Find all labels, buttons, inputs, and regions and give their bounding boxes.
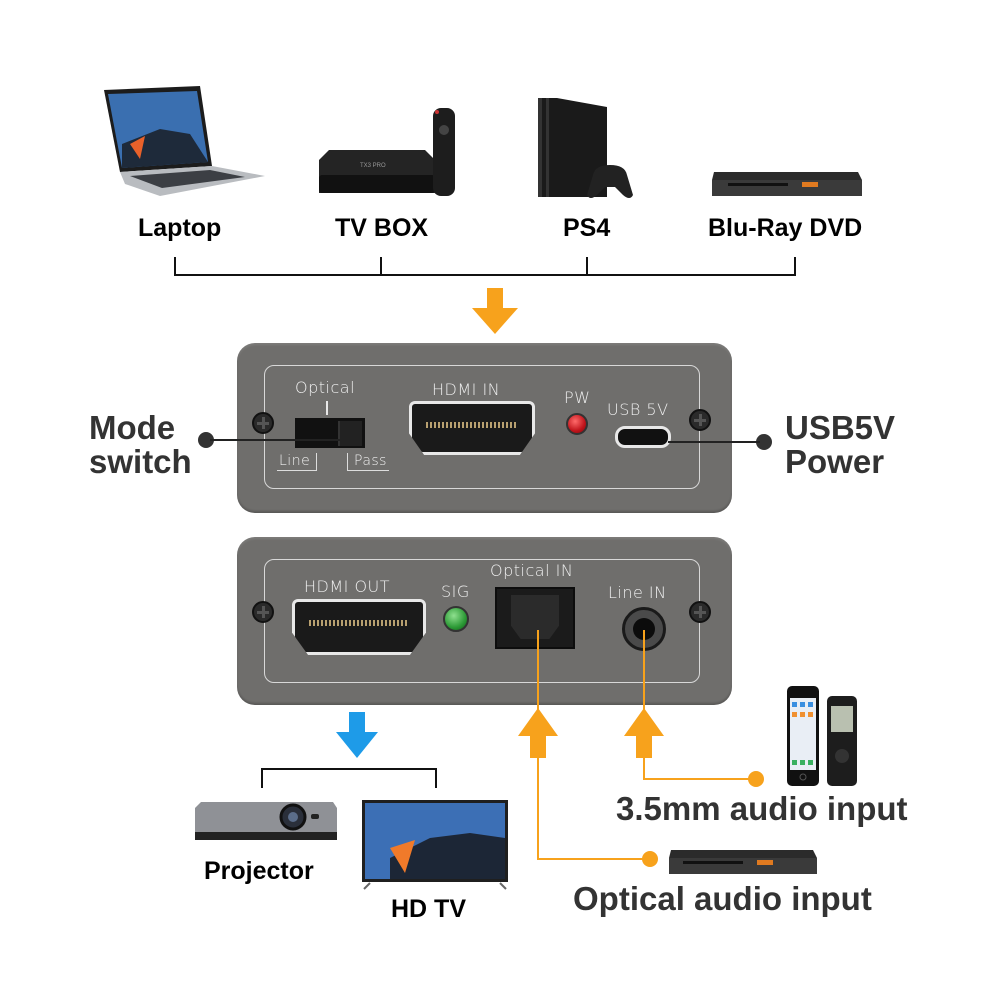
source-label-bluray: Blu-Ray DVD xyxy=(708,214,863,242)
screw-icon xyxy=(689,601,711,623)
callout-line2: switch xyxy=(89,443,192,480)
mode-switch[interactable] xyxy=(295,418,365,448)
source-bracket-tick-ps4 xyxy=(586,257,588,276)
line-in-source-dot xyxy=(748,771,764,787)
hdmi-out-label: HDMI OUT xyxy=(304,577,391,596)
screw-icon xyxy=(689,409,711,431)
signal-led-indicator xyxy=(443,606,469,632)
mode-switch-knob[interactable] xyxy=(338,421,362,446)
source-bracket-tick-bluray xyxy=(794,257,796,276)
usb-power-callout-dot xyxy=(756,434,772,450)
line-in-signal-line xyxy=(643,630,645,780)
device-panel-bottom: HDMI OUT SIG Optical IN Line IN xyxy=(237,537,732,705)
line-in-horizontal-line xyxy=(643,778,755,780)
source-bracket-tick-tvbox xyxy=(380,257,382,276)
line-in-label: Line IN xyxy=(608,583,667,602)
signal-led-label: SIG xyxy=(441,582,470,601)
hdmi-out-port[interactable] xyxy=(292,599,426,655)
usb-power-callout-line xyxy=(668,441,760,443)
hd-tv-icon xyxy=(362,800,508,890)
screw-icon xyxy=(252,412,274,434)
ps4-console-icon xyxy=(538,98,633,198)
source-label-ps4: PS4 xyxy=(563,214,611,242)
bluray-player-icon xyxy=(712,172,862,196)
output-bracket-horizontal xyxy=(261,768,437,770)
power-led-indicator xyxy=(566,413,588,435)
laptop-icon xyxy=(104,86,265,196)
phone-and-recorder-icon xyxy=(787,686,857,786)
mode-switch-callout: Mode switch xyxy=(89,411,192,479)
usb-5v-port[interactable] xyxy=(615,426,671,448)
output-label-projector: Projector xyxy=(204,857,314,885)
switch-indicator-tick xyxy=(326,401,328,415)
power-led-label: PW xyxy=(564,388,591,407)
switch-label-pass: Pass xyxy=(347,453,389,471)
hdtv-image xyxy=(360,798,508,890)
usb-power-callout: USB5V Power xyxy=(785,411,895,479)
laptop-image xyxy=(100,84,270,199)
output-flow-arrow-icon xyxy=(336,712,378,758)
source-bracket-tick-laptop xyxy=(174,257,176,276)
optical-horizontal-line xyxy=(537,858,649,860)
optical-audio-input-label: Optical audio input xyxy=(573,880,872,917)
output-bracket-tick-tv xyxy=(435,768,437,788)
callout-line2: Power xyxy=(785,443,885,480)
tvbox-image: TX3 PRO xyxy=(315,105,460,200)
projector-image xyxy=(193,798,338,848)
input-flow-arrow-icon xyxy=(472,288,518,334)
usb-5v-label: USB 5V xyxy=(607,400,669,419)
analog-audio-input-label: 3.5mm audio input xyxy=(616,790,908,827)
output-bracket-tick-projector xyxy=(261,768,263,788)
phone-recorder-image xyxy=(785,684,865,788)
source-label-laptop: Laptop xyxy=(138,214,222,242)
device-panel-top: Optical Line Pass HDMI IN PW USB 5V xyxy=(237,343,732,513)
line-input-arrow-icon xyxy=(624,708,664,758)
source-label-tvbox: TV BOX xyxy=(335,214,429,242)
svg-text:TX3 PRO: TX3 PRO xyxy=(360,163,386,169)
tv-box-icon: TX3 PRO xyxy=(319,108,455,196)
optical-in-port[interactable] xyxy=(495,587,575,649)
screw-icon xyxy=(252,601,274,623)
optical-in-label: Optical IN xyxy=(490,561,574,580)
mode-switch-callout-line xyxy=(210,439,340,441)
bluray-image xyxy=(710,168,865,198)
switch-label-line: Line xyxy=(277,453,318,471)
optical-source-dot xyxy=(642,851,658,867)
hdmi-in-label: HDMI IN xyxy=(432,380,501,399)
hdmi-in-port[interactable] xyxy=(409,401,535,455)
output-label-hdtv: HD TV xyxy=(391,895,466,923)
source-bracket-horizontal xyxy=(174,274,796,276)
projector-icon xyxy=(195,802,337,840)
dvd-player-icon xyxy=(669,850,817,874)
switch-label-optical: Optical xyxy=(295,378,356,397)
ps4-image xyxy=(535,95,645,203)
mode-switch-callout-dot xyxy=(198,432,214,448)
callout-line1: Mode xyxy=(89,409,176,446)
optical-input-arrow-icon xyxy=(518,708,558,758)
callout-line1: USB5V xyxy=(785,409,896,446)
optical-source-dvd-image xyxy=(667,848,819,876)
